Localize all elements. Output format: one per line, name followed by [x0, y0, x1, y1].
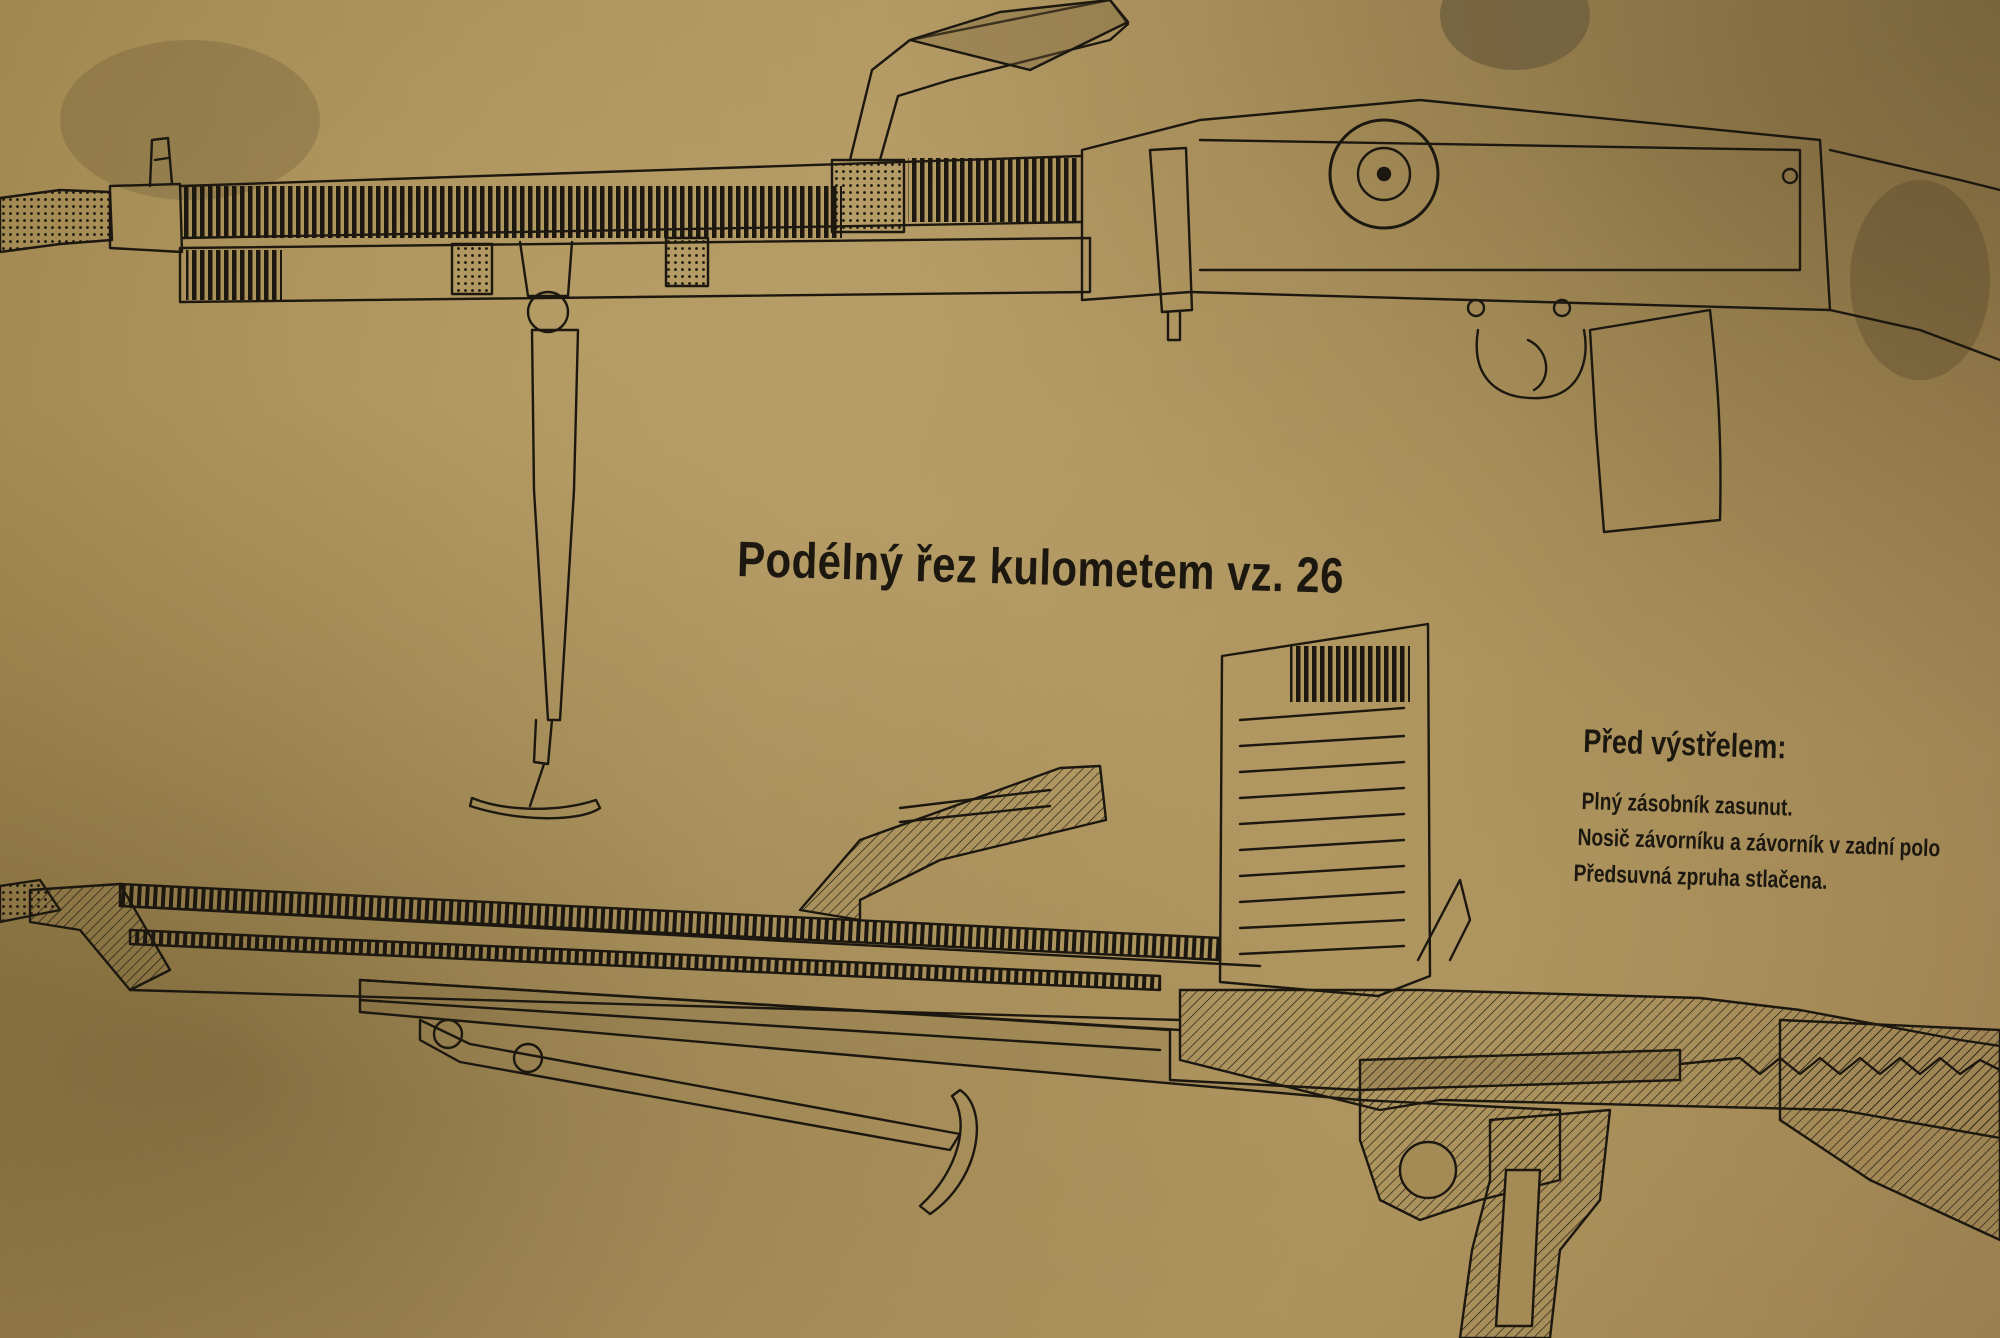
gas-port-left — [450, 242, 494, 296]
section-barrel-fins-lower — [128, 928, 1162, 992]
section-stock — [1778, 1018, 2000, 1242]
magazine-well-latch — [1148, 146, 1194, 342]
barrel-fins-main — [182, 186, 842, 238]
section-pivot-2 — [512, 1042, 544, 1074]
gun-exterior-view — [0, 0, 2000, 534]
magazine-cartridges — [1238, 706, 1406, 956]
muzzle-collar — [108, 182, 184, 254]
magazine-top-fins — [1290, 646, 1410, 702]
carry-handle-base — [830, 158, 906, 234]
barrel-outline — [180, 154, 1084, 240]
notes-heading: Před výstřelem: — [1582, 722, 1787, 766]
carry-handle — [848, 0, 1130, 162]
section-bolt — [1358, 1048, 1682, 1092]
section-bipod — [418, 1018, 962, 1152]
rear-sight-drum — [1328, 118, 1440, 230]
gun-cross-section — [0, 622, 2000, 1338]
front-sight — [148, 136, 174, 188]
receiver-pin-3 — [1781, 167, 1799, 185]
receiver-pin-2 — [1552, 298, 1572, 318]
flash-hider — [0, 188, 114, 254]
stain-left — [60, 40, 320, 200]
section-charging-handle — [798, 764, 1108, 922]
bipod-leg — [468, 240, 602, 820]
section-barrel-outline — [118, 904, 1262, 1052]
rear-sight-drum-hub — [1356, 146, 1412, 202]
trigger-guard — [1475, 328, 1587, 400]
barrel-fins-front — [908, 158, 1078, 222]
section-bipod-foot — [918, 1088, 979, 1216]
section-bipod-pivot — [432, 1018, 464, 1050]
receiver-inner — [1198, 138, 1802, 272]
section-trigger-ring — [1398, 1140, 1458, 1200]
carry-handle-grip — [908, 0, 1130, 72]
section-sight-arm — [1416, 878, 1472, 962]
gas-port-right — [664, 236, 710, 288]
section-magazine — [1218, 622, 1432, 998]
barrel-fins-rear — [186, 250, 282, 300]
receiver-pin-1 — [1466, 298, 1486, 318]
section-carry-handle-spring — [898, 788, 1052, 824]
trigger — [1526, 338, 1548, 392]
receiver-body — [1080, 98, 1832, 312]
pistol-grip — [1588, 308, 1722, 534]
buttstock — [1828, 148, 2000, 362]
section-grip-spring — [1494, 1168, 1542, 1328]
rear-sight-drum-center — [1376, 166, 1392, 182]
gas-tube — [178, 236, 1092, 304]
